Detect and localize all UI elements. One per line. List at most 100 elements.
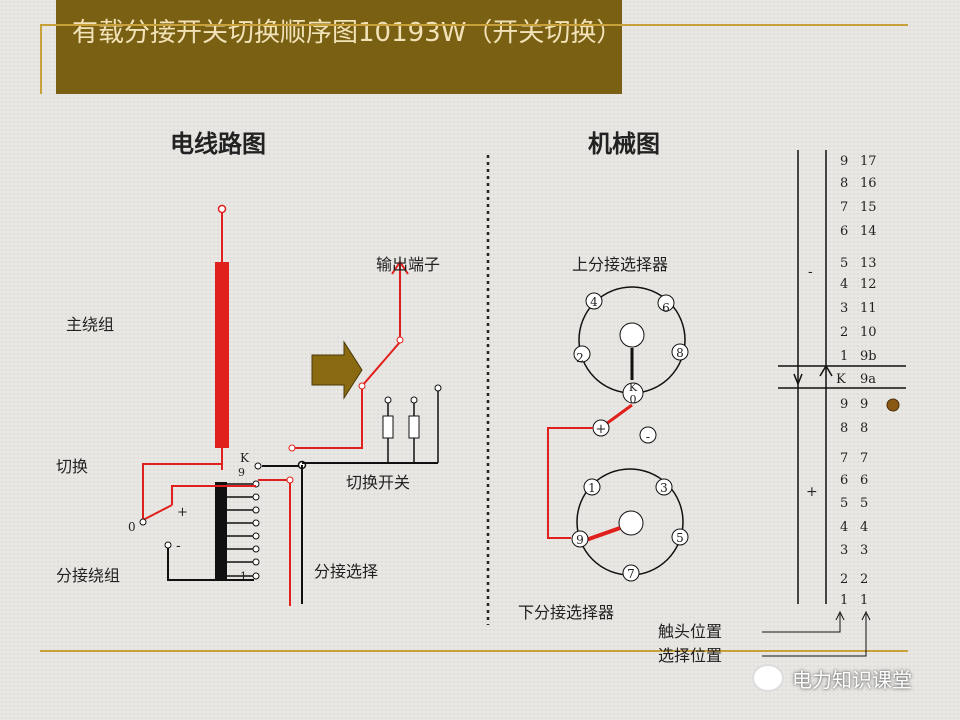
minus-region-label: - [808,264,813,280]
watermark-text: 电力知识课堂 [792,667,912,692]
lower-contact: 5 [676,531,684,545]
resistor-left [382,396,394,462]
table-cell-contact: 9 [840,154,848,169]
main-winding-label: 主绕组 [66,315,114,334]
k-contact-zero: 0 [630,393,637,406]
plus-label: + [177,505,188,520]
select-position-pointer [762,614,867,657]
lower-contact: 3 [660,481,668,495]
diverter-switch-label: 切换开关 [346,473,410,492]
upper-contacts: 4 6 2 8 [573,292,689,365]
diverter-right-node [434,384,442,392]
table-cell-contact: 2 [840,572,848,587]
table-cell-contact: 9 [840,397,848,412]
minus-label: - [176,538,181,554]
table-cell-contact: K [836,372,846,387]
lower-contact: 9 [576,533,584,547]
table-cell-position: 9 [860,397,868,412]
resistor-right [408,396,420,462]
mechanical-diagram: 上分接选择器 下分接选择器 4 6 2 8 K 0 + - [518,255,689,622]
upper-contact: 4 [590,295,598,309]
movement-arrow-icon [311,340,363,400]
table-down-arrow-icon [793,373,803,387]
main-top-node [217,204,227,214]
red-selector-node [286,476,294,484]
table-cell-contact: 3 [840,301,848,316]
table-cell-position: 4 [860,520,868,535]
upper-red-arm [605,403,633,426]
k-node [254,462,262,470]
table-cell-contact: 1 [840,593,848,608]
table-cell-position: 2 [860,572,868,587]
table-cell-position: 9b [860,349,877,364]
top-rule [40,24,908,26]
table-cell-position: 10 [860,325,877,340]
tap-selection-label: 分接选择 [314,562,378,581]
circuit-heading: 电线路图 [170,130,266,158]
output-terminal-label: 输出端子 [376,255,440,274]
page-title: 有载分接开关切换顺序图10193W（开关切换） [72,18,623,48]
output-node [288,444,296,452]
diverter-pivot [358,382,366,390]
lower-selector-label: 下分接选择器 [518,603,614,622]
table-cell-position: 15 [860,200,877,215]
table-cell-contact: 5 [840,496,848,511]
upper-contact: 2 [576,351,584,365]
plus-wire [171,485,256,505]
table-cell-position: 7 [860,451,868,466]
output-arrowhead [391,260,409,275]
lower-contact: 7 [627,567,635,581]
table-cell-position: 17 [860,154,877,169]
table-cell-position: 1 [860,593,868,608]
table-cell-position: 11 [860,301,877,316]
table-cell-position: 3 [860,543,868,558]
red-selector-wire [258,479,291,606]
table-cell-contact: 2 [840,325,848,340]
table-cell-position: 12 [860,277,877,292]
table-cell-position: 8 [860,421,868,436]
table-cell-position: 13 [860,256,877,271]
minus-contact [639,426,657,444]
main-winding-coil [215,262,229,448]
lower-contact: 1 [588,481,596,495]
table-cell-contact: 4 [840,277,848,292]
wechat-icon [752,664,784,692]
lower-red-arm [585,526,621,542]
upper-selector-hub [619,322,645,348]
selector-link-wire [547,427,593,539]
zero-node [139,518,147,526]
k-tap-label: K [240,451,250,465]
left-rule [40,24,42,94]
minus-contact-label: - [646,430,650,445]
upper-selector-label: 上分接选择器 [572,255,668,274]
table-cell-position: 5 [860,496,868,511]
mechanical-heading: 机械图 [588,130,660,158]
tap-winding-coil [215,482,227,580]
switch-blade [142,504,173,521]
current-position-indicator [886,398,900,412]
table-cell-position: 6 [860,473,868,488]
select-position-arrowhead-icon [861,610,871,621]
upper-contact: 6 [662,301,670,315]
k-contact-label: K [629,381,638,394]
minus-node [164,541,172,549]
watermark: 电力知识课堂 [752,662,912,694]
lower-selector-hub [618,510,644,536]
nine-tap-label: 9 [238,466,245,479]
table-cell-contact: 3 [840,543,848,558]
table-cell-contact: 5 [840,256,848,271]
table-cell-contact: 7 [840,451,848,466]
table-cell-contact: 8 [840,176,848,191]
table-cell-contact: 1 [840,349,848,364]
lower-contacts: 1 3 9 5 7 [571,478,689,582]
title-banner [56,0,622,94]
tap-winding-label: 分接绕组 [56,566,120,585]
bottom-rule [40,650,908,652]
switch-label: 切换 [56,457,88,476]
zero-label: 0 [128,520,136,534]
one-tap-label: 1 [240,570,247,583]
diverter-top-node [396,336,404,344]
